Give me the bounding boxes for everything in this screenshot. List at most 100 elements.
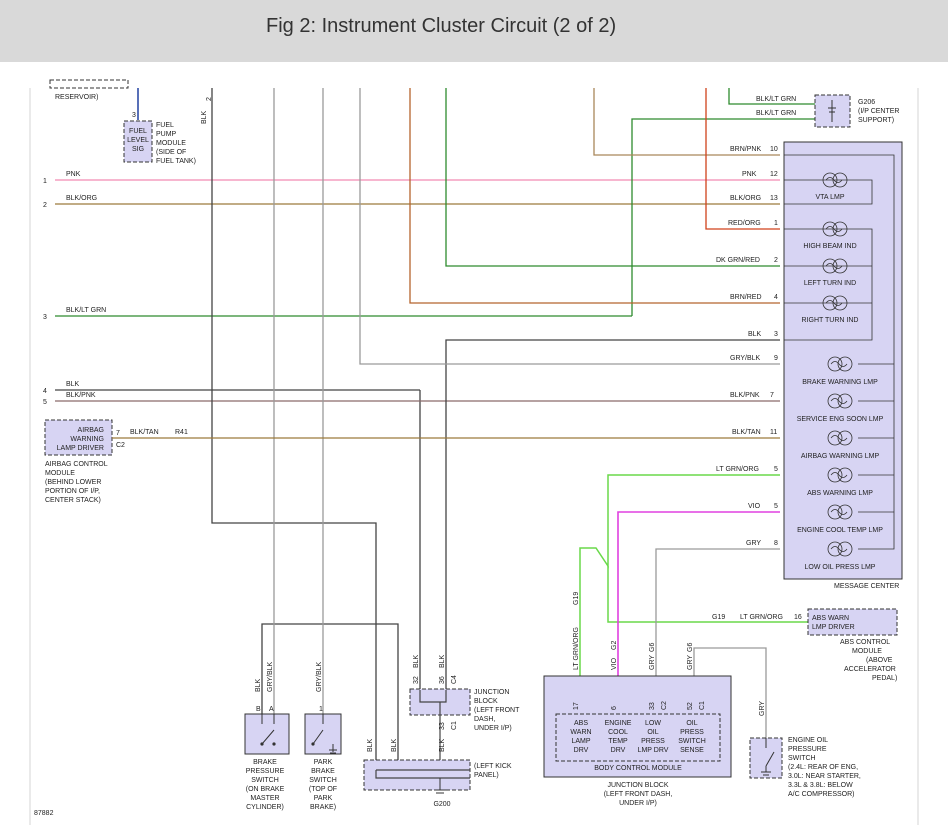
oil-desc-7: A/C COMPRESSOR) [788, 791, 855, 798]
wire-3-num: 3 [43, 314, 47, 321]
brn-pnk-label: BRN/PNK [730, 146, 761, 153]
g206-label-2: (I/P CENTER [858, 108, 900, 115]
abs-inner-2: LMP DRIVER [812, 624, 855, 631]
bcm-cell-2-l2: COOL [608, 729, 628, 736]
gry-blk-pin: 9 [774, 355, 778, 362]
bcm-cell-1-l2: WARN [570, 729, 591, 736]
wire-brn-pnk [593, 88, 780, 156]
gry-label: GRY [746, 540, 761, 547]
bcm-pin-6: 6 [611, 706, 618, 710]
wire-blk-vertical [211, 88, 377, 770]
bcm-cell-3-l4: LMP DRV [638, 747, 669, 754]
g200-desc-2: PANEL) [474, 772, 499, 779]
wire-5-num: 5 [43, 399, 47, 406]
airbag-desc-4: PORTION OF I/P, [45, 488, 100, 495]
wire-1-label: PNK [66, 171, 81, 178]
abs-desc-5: PEDAL) [872, 675, 897, 682]
park-desc-1: PARK [314, 759, 333, 766]
brake-desc-1: BRAKE [253, 759, 277, 766]
g206-label-3: SUPPORT) [858, 117, 894, 124]
blk-3-pin: 3 [774, 331, 778, 338]
wire-2-num: 2 [43, 202, 47, 209]
lamp-label-brake-warning: BRAKE WARNING LMP [802, 379, 878, 386]
jb-pin-33: 33 [439, 722, 446, 730]
brake-pin-b: B [256, 706, 261, 713]
vio-label: VIO [748, 503, 761, 510]
lamp-label-airbag-warning: AIRBAG WARNING LMP [801, 453, 880, 460]
abs-desc-2: MODULE [852, 648, 882, 655]
brake-desc-4: (ON BRAKE [246, 786, 285, 793]
brn-red-label: BRN/RED [730, 294, 762, 301]
dk-grn-red-label: DK GRN/RED [716, 257, 760, 264]
bcm-wire-gry-1: GRY [649, 655, 656, 670]
lamp-engine-cool-temp [827, 504, 853, 520]
wire-red-org [705, 88, 780, 230]
abs-module-box [807, 608, 898, 636]
figure-number: 87882 [34, 810, 54, 817]
oil-wire: GRY [759, 701, 766, 716]
jb-connector-c1: C1 [451, 721, 458, 730]
blk-tan-right-pin: 11 [770, 429, 777, 436]
lamp-label-right-turn: RIGHT TURN IND [802, 317, 859, 324]
airbag-desc-5: CENTER STACK) [45, 497, 101, 504]
abs-wire-label: LT GRN/ORG [740, 614, 783, 621]
jb-connector-c4: C4 [451, 675, 458, 684]
fuel-desc-4: (SIDE OF [156, 149, 186, 156]
airbag-pin: 7 [116, 430, 120, 437]
airbag-desc-2: MODULE [45, 470, 75, 477]
lamp-label-abs-warning: ABS WARNING LMP [807, 490, 873, 497]
dk-grn-red-pin: 2 [774, 257, 778, 264]
brake-wire-blk: BLK [255, 678, 262, 692]
bcm-cell-1-l1: ABS [574, 720, 588, 727]
fuel-desc-5: FUEL TANK) [156, 158, 196, 165]
wire-3-riser [631, 118, 780, 316]
airbag-desc-3: (BEHIND LOWER [45, 479, 101, 486]
fuel-desc-1: FUEL [156, 122, 174, 129]
bcm-cell-3-l1: LOW [645, 720, 661, 727]
bcm-cell-2-l3: TEMP [608, 738, 628, 745]
oil-desc-3: SWITCH [788, 755, 816, 762]
lamp-airbag-warning [827, 430, 853, 446]
park-desc-5: PARK [314, 795, 333, 802]
brake-pin-a: A [269, 706, 274, 713]
g206-wire-1-label: BLK/LT GRN [756, 96, 796, 103]
bcm-wire-gry-2: GRY [687, 655, 694, 670]
abs-inner-1: ABS WARN [812, 615, 849, 622]
oil-desc-5: 3.0L: NEAR STARTER, [788, 773, 861, 780]
wire-gry-blk [359, 88, 780, 365]
jb-label-5: UNDER I/P) [474, 725, 512, 732]
wire-5-pin: 7 [770, 392, 774, 399]
header-bar: Fig 2: Instrument Cluster Circuit (2 of … [0, 0, 948, 62]
park-pin: 1 [319, 706, 323, 713]
wire-gry [655, 548, 780, 714]
g200-desc-1: (LEFT KICK [474, 763, 512, 770]
vio-pin: 5 [774, 503, 778, 510]
jb-label-3: (LEFT FRONT [474, 707, 520, 714]
wire-vio [617, 511, 780, 714]
abs-desc-4: ACCELERATOR [844, 666, 896, 673]
fuel-box-line-3: SIG [132, 146, 144, 153]
wire-1-num: 1 [43, 178, 47, 185]
brake-desc-3: SWITCH [251, 777, 279, 784]
bcm-wire-lt-grn-org: LT GRN/ORG [573, 627, 580, 670]
bcm-wire-g6-2: G6 [687, 643, 694, 652]
bcm-wire-g2: G2 [611, 641, 618, 650]
bcm-pin-52: 52 [687, 702, 694, 710]
bcm-wire-g19: G19 [573, 592, 580, 605]
oil-switch-contact-icon [761, 738, 775, 776]
bcm-cell-4-l4: SENSE [680, 747, 704, 754]
oil-desc-6: 3.3L & 3.8L: BELOW [788, 782, 853, 789]
brake-switch-box [244, 713, 290, 755]
lamp-label-high-beam: HIGH BEAM IND [803, 243, 856, 250]
wire-brn-red [409, 88, 780, 304]
message-center-box [783, 141, 903, 580]
wire-lt-grn-org [579, 474, 780, 714]
abs-desc-3: (ABOVE [866, 657, 893, 664]
bcm-cell-1-l3: LAMP [571, 738, 590, 745]
diagram-border [29, 88, 919, 825]
page-title: Fig 2: Instrument Cluster Circuit (2 of … [266, 15, 617, 37]
junction-bus [419, 690, 447, 770]
jb-pin-36: 36 [439, 676, 446, 684]
airbag-inner-1: AIRBAG [78, 427, 104, 434]
message-center-label: MESSAGE CENTER [834, 583, 899, 590]
